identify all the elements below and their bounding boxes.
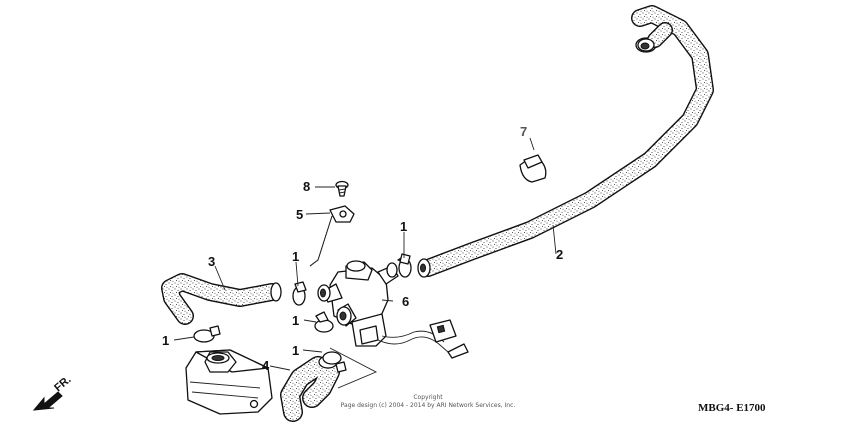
callout-8: 8 bbox=[303, 179, 310, 194]
hose-clamp-lower[interactable] bbox=[322, 351, 347, 373]
screw[interactable] bbox=[335, 180, 349, 197]
diagram-code: MBG4- E1700 bbox=[698, 402, 766, 414]
copyright-line-2: Page design (c) 2004 - 2014 by ARI Netwo… bbox=[341, 402, 516, 409]
copyright-line-1: Copyright bbox=[413, 394, 443, 401]
callout-3: 3 bbox=[208, 254, 215, 269]
callout-1-a: 1 bbox=[400, 219, 407, 234]
hose-3[interactable] bbox=[161, 273, 282, 325]
air-injection-valve[interactable] bbox=[317, 260, 469, 359]
air-filter-case[interactable] bbox=[185, 349, 273, 415]
callout-1-e: 1 bbox=[292, 343, 299, 358]
hose-clamp-upper-left[interactable] bbox=[292, 281, 307, 306]
callout-5: 5 bbox=[296, 207, 303, 222]
callout-1-b: 1 bbox=[292, 249, 299, 264]
callout-7: 7 bbox=[520, 124, 527, 139]
hose-clamp-left[interactable] bbox=[193, 325, 221, 343]
callout-2: 2 bbox=[556, 247, 563, 262]
hose-clip[interactable] bbox=[519, 137, 547, 183]
hose-clamp-upper-right[interactable] bbox=[397, 253, 412, 278]
callout-1-c: 1 bbox=[292, 313, 299, 328]
callout-1-d: 1 bbox=[162, 333, 169, 348]
air-supply-hose[interactable] bbox=[417, 5, 714, 278]
hose-clamp-middle[interactable] bbox=[314, 311, 334, 333]
callout-6: 6 bbox=[402, 294, 409, 309]
mounting-bracket[interactable] bbox=[309, 205, 355, 267]
direction-label: FR. bbox=[52, 374, 73, 395]
callout-4: 4 bbox=[262, 358, 270, 373]
front-direction-arrow: FR. bbox=[32, 374, 74, 411]
